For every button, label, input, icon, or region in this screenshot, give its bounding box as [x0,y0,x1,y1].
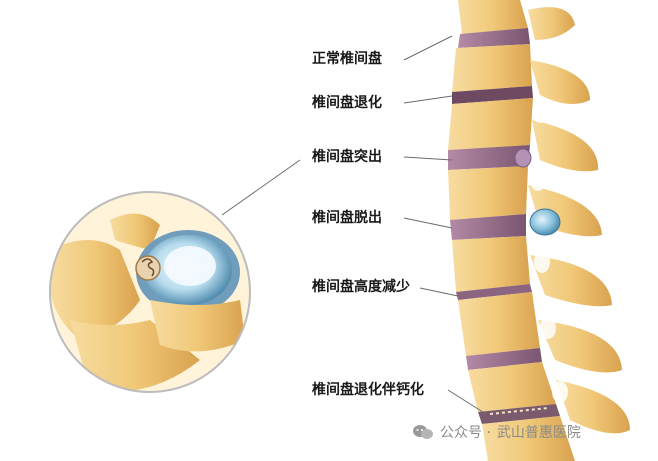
foramina [530,42,568,403]
disc-bulge-mark [514,148,532,168]
label-leader-lines [403,35,487,415]
disc-herniation-mark [529,208,561,236]
label-disc-bulge: 椎间盘突出 [312,149,382,165]
vertebral-column [448,0,575,461]
inset-leader-line [221,159,301,216]
wechat-icon [413,425,433,439]
label-disc-height-loss: 椎间盘高度减少 [312,279,410,295]
label-disc-degeneration: 椎间盘退化 [312,95,382,111]
spinous-processes [528,7,630,434]
watermark-name: 武山普惠医院 [496,425,581,441]
label-normal-disc: 正常椎间盘 [312,51,382,67]
watermark-prefix: 公众号 · [440,425,491,441]
label-disc-herniation: 椎间盘脱出 [312,210,382,226]
wechat-watermark: 公众号 · 武山普惠医院 [412,420,581,444]
label-disc-degeneration-calcification: 椎间盘退化伴钙化 [312,382,424,398]
magnified-inset [49,191,251,393]
